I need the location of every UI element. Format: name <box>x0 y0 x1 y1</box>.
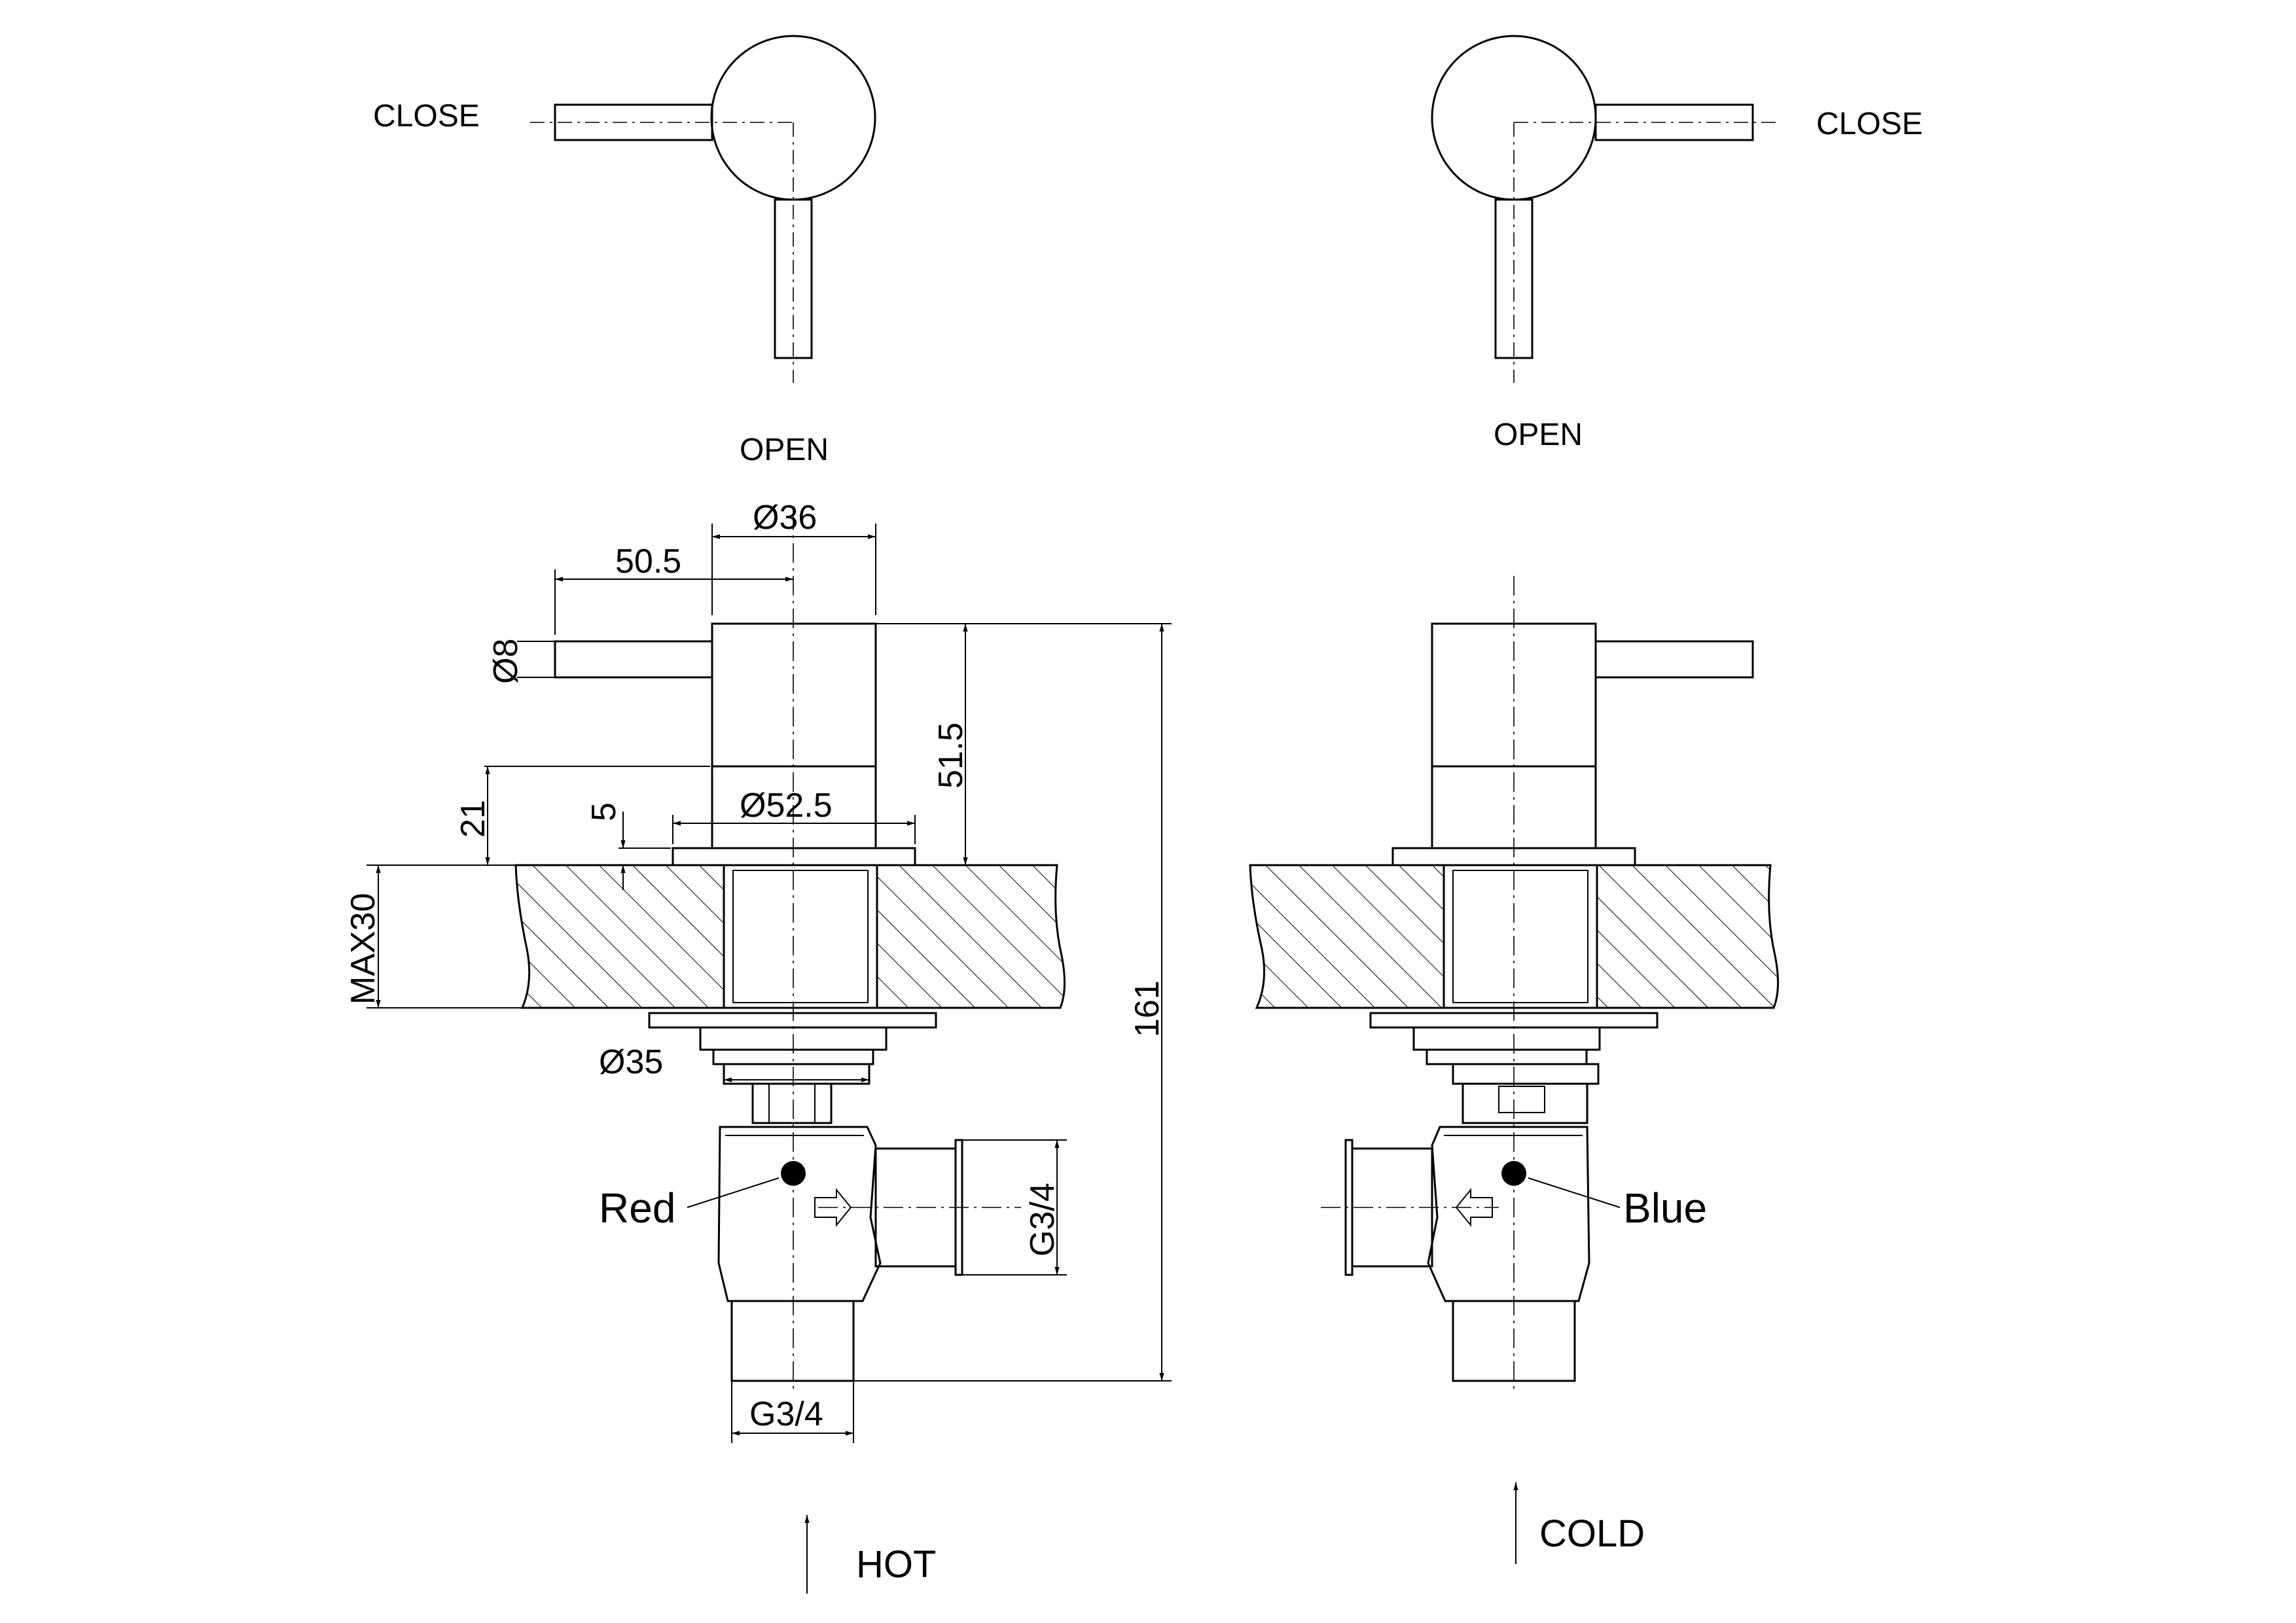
body-diameter-dim: Ø36 <box>753 499 817 537</box>
cold-valve-side-view: Blue <box>1249 576 1779 1394</box>
cold-supply: COLD <box>1513 1482 1645 1564</box>
cold-supply-label: COLD <box>1539 1512 1645 1555</box>
flange-thickness-dim: 5 <box>585 802 623 821</box>
total-height-dim: 161 <box>1128 980 1166 1037</box>
body-height-dim: 51.5 <box>932 722 970 789</box>
lever-length-dim: 50.5 <box>615 543 681 580</box>
flange-diameter-dim: Ø52.5 <box>740 787 833 825</box>
hot-color-marker <box>781 1161 806 1186</box>
hot-supply: HOT <box>804 1515 936 1594</box>
collar-height-dim: 21 <box>454 800 492 838</box>
max-mount-thickness-dim: MAX30 <box>344 893 382 1005</box>
hot-open-label: OPEN <box>740 433 829 467</box>
cold-close-label: CLOSE <box>1816 107 1923 141</box>
cold-color-label: Blue <box>1623 1185 1707 1232</box>
cold-color-marker <box>1501 1161 1526 1186</box>
hot-close-label: CLOSE <box>373 99 480 134</box>
bottom-thread-dim: G3/4 <box>749 1395 823 1433</box>
hot-valve-side-view: Red <box>514 510 1066 1394</box>
cold-handle-top-view: CLOSE OPEN <box>1431 35 1923 452</box>
cold-open-label: OPEN <box>1494 418 1583 452</box>
dimension-lines: Ø36 50.5 Ø8 51.5 Ø52.5 5 21 MAX30 <box>344 499 1172 1443</box>
hot-supply-label: HOT <box>856 1543 936 1586</box>
mounting-surface-section <box>514 864 725 1009</box>
hot-color-label: Red <box>599 1185 675 1232</box>
nut-diameter-dim: Ø35 <box>599 1043 663 1081</box>
side-thread-dim: G3/4 <box>1024 1183 1062 1257</box>
lever-diameter-dim: Ø8 <box>487 639 525 684</box>
hot-handle-top-view: CLOSE OPEN <box>373 35 876 467</box>
